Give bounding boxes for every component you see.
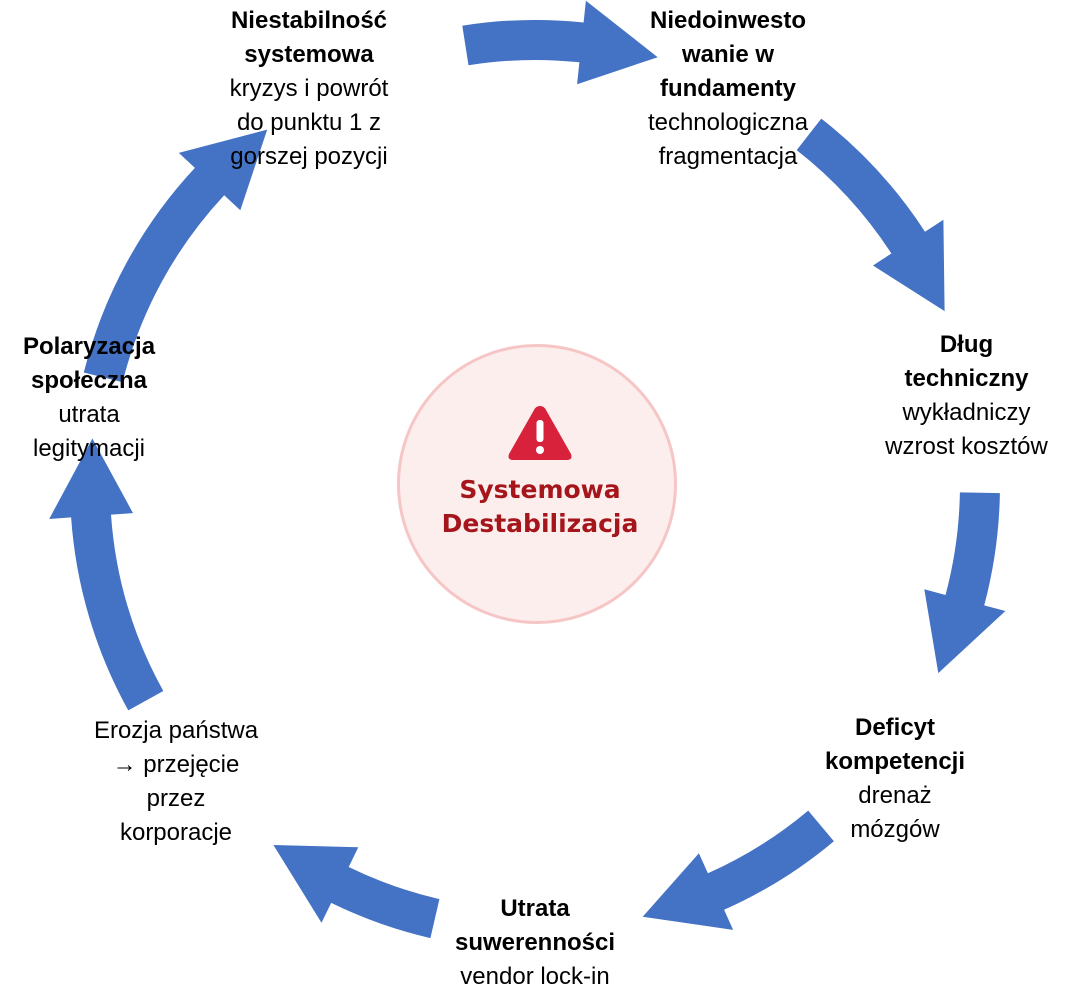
arrow-niestabilnosc-to-niedoinwestowanie (462, 0, 658, 85)
node-title: społeczna (30, 367, 148, 394)
node-title: Deficyt (854, 714, 936, 741)
center-label: Systemowa Destabilizacja (400, 473, 680, 541)
arrow-erozja-to-polaryzacja (49, 438, 164, 711)
node-subtitle: gorszej pozycji (230, 143, 388, 170)
node-subtitle: drenaż (858, 782, 932, 809)
node-subtitle: wzrost kosztów (885, 433, 1048, 460)
warning-triangle-icon (508, 406, 572, 460)
node-subtitle: kryzys i powrót (229, 75, 389, 102)
node-subtitle: przez (146, 785, 206, 812)
arrow-dlug-to-deficyt (924, 492, 1006, 674)
node-subtitle: korporacje (119, 819, 233, 846)
node-title: kompetencji (824, 748, 966, 775)
node-title: Niedoinwesto (649, 7, 806, 34)
node-subtitle: → przejęcie (112, 751, 240, 778)
node-title: suwerenności (454, 929, 616, 956)
node-deficyt: Deficyt kompetencji drenaż mózgów (790, 711, 1000, 847)
node-polaryzacja: Polaryzacja społeczna utrata legitymacji (0, 330, 178, 466)
node-subtitle: do punktu 1 z (236, 109, 382, 136)
node-subtitle: vendor lock-in (460, 963, 610, 990)
node-title: Utrata (500, 895, 570, 922)
node-subtitle: mózgów (850, 816, 940, 843)
node-subtitle: Erozja państwa (93, 717, 259, 744)
node-title: systemowa (244, 41, 374, 68)
node-erozja: Erozja państwa → przejęcie przez korpora… (60, 714, 292, 850)
node-subtitle: wykładniczy (902, 399, 1031, 426)
node-title: techniczny (904, 365, 1029, 392)
node-title: Polaryzacja (22, 333, 156, 360)
center-circle: Systemowa Destabilizacja (397, 344, 677, 624)
node-niestabilnosc: Niestabilność systemowa kryzys i powrót … (213, 4, 405, 174)
node-subtitle: fragmentacja (658, 143, 798, 170)
node-title: fundamenty (659, 75, 796, 102)
node-subtitle: utrata (58, 401, 120, 428)
node-title: wanie w (681, 41, 775, 68)
node-niedoinwestowanie: Niedoinwesto wanie w fundamenty technolo… (624, 4, 832, 174)
center-label-line2: Destabilizacja (441, 509, 639, 538)
center-label-line1: Systemowa (459, 475, 621, 504)
node-subtitle: technologiczna (647, 109, 809, 136)
node-title: Niestabilność (230, 7, 388, 34)
node-dlug: Dług techniczny wykładniczy wzrost koszt… (864, 328, 1069, 464)
arrow-utrata-to-erozja (273, 845, 440, 939)
arrow-polaryzacja-to-niestabilnosc (83, 129, 268, 383)
arrow-deficyt-to-utrata (642, 810, 834, 930)
arrow-niedoinwestowanie-to-dlug (796, 118, 945, 312)
node-utrata: Utrata suwerenności vendor lock-in (430, 892, 640, 994)
node-subtitle: legitymacji (32, 435, 146, 462)
node-title: Dług (939, 331, 994, 358)
